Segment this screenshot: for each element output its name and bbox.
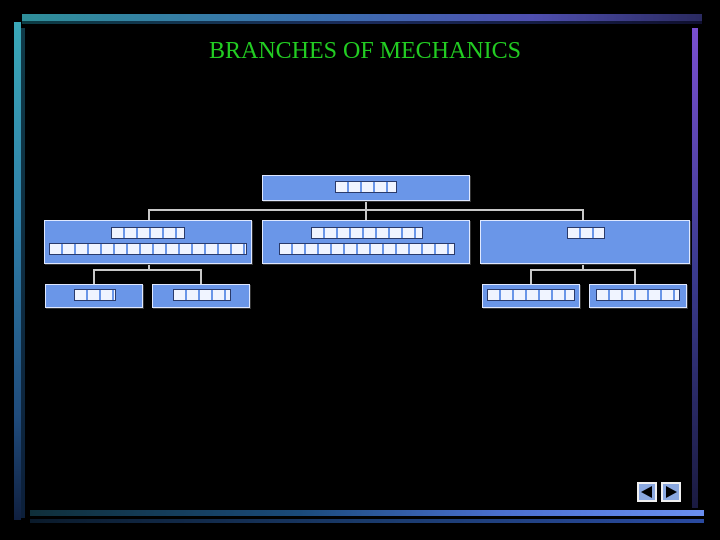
connector-left-bus — [93, 269, 201, 271]
next-slide-button[interactable] — [661, 482, 681, 502]
frame-bottom-bar — [30, 510, 704, 516]
node-level1-right-line1 — [567, 227, 605, 239]
node-level2-3 — [482, 284, 580, 308]
connector-left-drop — [148, 209, 150, 221]
connector-right-down — [582, 262, 584, 270]
node-root — [262, 175, 470, 201]
right-triangle-icon — [666, 486, 677, 498]
node-level1-left-line1 — [111, 227, 185, 239]
left-triangle-icon — [641, 486, 652, 498]
connector-right-b — [634, 269, 636, 284]
prev-slide-button[interactable] — [637, 482, 657, 502]
node-level2-2-text-placeholder — [173, 289, 231, 301]
frame-left-bar — [14, 22, 21, 520]
connector-left-b — [200, 269, 202, 284]
connector-right-a — [530, 269, 532, 284]
frame-bottom-shadow — [30, 519, 704, 523]
node-level1-left-line2 — [49, 243, 247, 255]
node-level2-4-text-placeholder — [596, 289, 680, 301]
node-level2-1 — [45, 284, 143, 308]
node-level2-2 — [152, 284, 250, 308]
slide-title: BRANCHES OF MECHANICS — [208, 38, 522, 64]
node-root-text-placeholder — [335, 181, 397, 193]
connector-level1-bus — [148, 209, 584, 211]
node-level1-right — [480, 220, 690, 264]
node-level1-middle-line2 — [279, 243, 455, 255]
node-level2-4 — [589, 284, 687, 308]
frame-top-bar — [22, 14, 702, 21]
node-level1-left — [44, 220, 252, 264]
node-level2-1-text-placeholder — [74, 289, 116, 301]
connector-right-drop — [582, 209, 584, 221]
node-level2-3-text-placeholder — [487, 289, 575, 301]
node-level1-middle — [262, 220, 470, 264]
connector-right-bus — [530, 269, 635, 271]
frame-right-bar — [692, 28, 698, 508]
connector-left-down — [148, 262, 150, 270]
node-level1-middle-line1 — [311, 227, 423, 239]
frame-top-shadow — [22, 21, 702, 24]
frame-left-shadow — [21, 28, 25, 518]
connector-left-a — [93, 269, 95, 284]
